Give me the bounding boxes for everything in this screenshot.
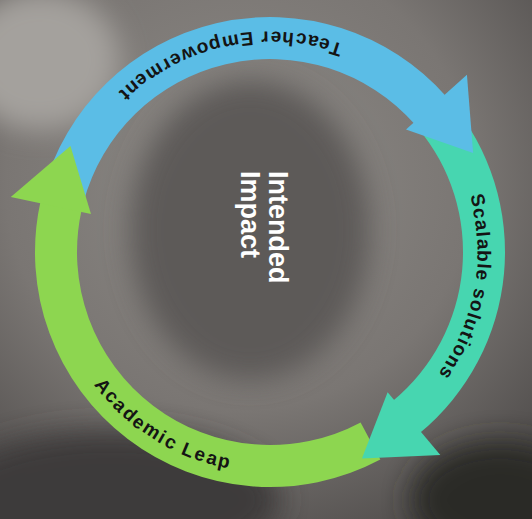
arrowhead	[362, 392, 440, 458]
arc-letter: a	[474, 238, 493, 249]
arc-letter: a	[472, 218, 492, 231]
arc-letter: l	[474, 263, 493, 270]
photo-figure	[130, 80, 370, 380]
band-arc	[393, 101, 505, 433]
arc-letter: m	[221, 31, 241, 53]
arc-letter	[254, 29, 260, 48]
arc-letter: b	[474, 250, 493, 262]
arc-letter: h	[282, 29, 295, 49]
arc-letter: e	[473, 269, 493, 282]
arc-letter: e	[270, 28, 281, 47]
center-title: Intended Impact	[236, 171, 293, 321]
arrowhead	[406, 75, 473, 153]
arc-letter: c	[470, 206, 491, 220]
arrowhead	[11, 146, 91, 214]
arc-letter: l	[474, 231, 493, 238]
arc-letter: r	[261, 28, 269, 47]
band-arc	[35, 201, 380, 487]
arc-letter: E	[239, 29, 254, 49]
arc-letter: c	[294, 30, 307, 50]
